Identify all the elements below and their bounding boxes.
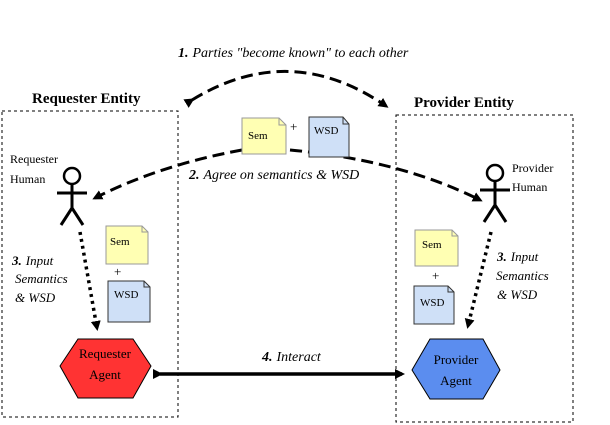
requester-human-label-1: Requester: [10, 152, 58, 166]
provider-human-label-1: Provider: [512, 161, 553, 175]
center-wsd-label: WSD: [314, 125, 339, 137]
step3-right-line3: & WSD: [497, 287, 538, 302]
provider-human-icon: [480, 163, 510, 223]
center-sem-label: Sem: [248, 130, 268, 142]
step2-label: 2.Agree on semantics & WSD: [188, 168, 359, 183]
input-arrow-left: [78, 231, 101, 331]
requester-entity-title: Requester Entity: [32, 91, 141, 107]
left-wsd-label: WSD: [114, 289, 139, 301]
right-sem-label: Sem: [422, 239, 442, 251]
requester-entity-box: [1, 110, 179, 418]
right-sem-document: Sem: [414, 229, 459, 267]
provider-agent-label-1: Provider: [434, 352, 479, 367]
step1-number: 1.: [178, 46, 189, 61]
center-wsd-document: WSD: [308, 116, 350, 158]
step4-text: Interact: [276, 350, 322, 365]
center-plus: +: [290, 119, 297, 134]
requester-human-label-2: Human: [10, 172, 45, 186]
provider-entity-box: [395, 114, 574, 423]
become-known-arrow: [183, 69, 389, 108]
agree-arrow-left: [92, 148, 243, 200]
requester-agent-label-1: Requester: [79, 346, 132, 361]
step3-right-number: 3.: [496, 249, 507, 264]
right-wsd-document: WSD: [413, 285, 455, 325]
step3-right-line1: 3.Input: [496, 249, 539, 264]
input-arrow-right: [464, 231, 493, 329]
step3-left-line3: & WSD: [15, 290, 56, 305]
step3-left-line2: Semantics: [15, 271, 68, 286]
step3-left-line1: 3.Input: [11, 253, 54, 268]
right-wsd-label: WSD: [420, 297, 445, 309]
step4-number: 4.: [261, 350, 273, 365]
right-plus: +: [432, 268, 439, 283]
requester-agent-label-2: Agent: [89, 367, 121, 382]
requester-human-icon: [57, 166, 87, 226]
step1-text: Parties "become known" to each other: [192, 46, 409, 61]
left-plus: +: [114, 264, 121, 279]
left-sem-label: Sem: [110, 236, 130, 248]
step2-number: 2.: [188, 168, 200, 183]
provider-human-label-2: Human: [512, 180, 547, 194]
center-sem-document: Sem: [241, 117, 287, 155]
provider-agent-label-2: Agent: [440, 373, 472, 388]
step4-label: 4.Interact: [261, 350, 322, 365]
step3-left-number: 3.: [11, 253, 22, 268]
left-sem-document: Sem: [105, 225, 149, 265]
step1-label: 1.Parties "become known" to each other: [178, 46, 409, 61]
step3-right-line2: Semantics: [496, 268, 549, 283]
step2-text: Agree on semantics & WSD: [203, 168, 360, 183]
provider-entity-title: Provider Entity: [414, 95, 514, 111]
requester-agent: [59, 338, 152, 399]
left-wsd-document: WSD: [107, 280, 151, 323]
provider-agent: [411, 338, 501, 400]
